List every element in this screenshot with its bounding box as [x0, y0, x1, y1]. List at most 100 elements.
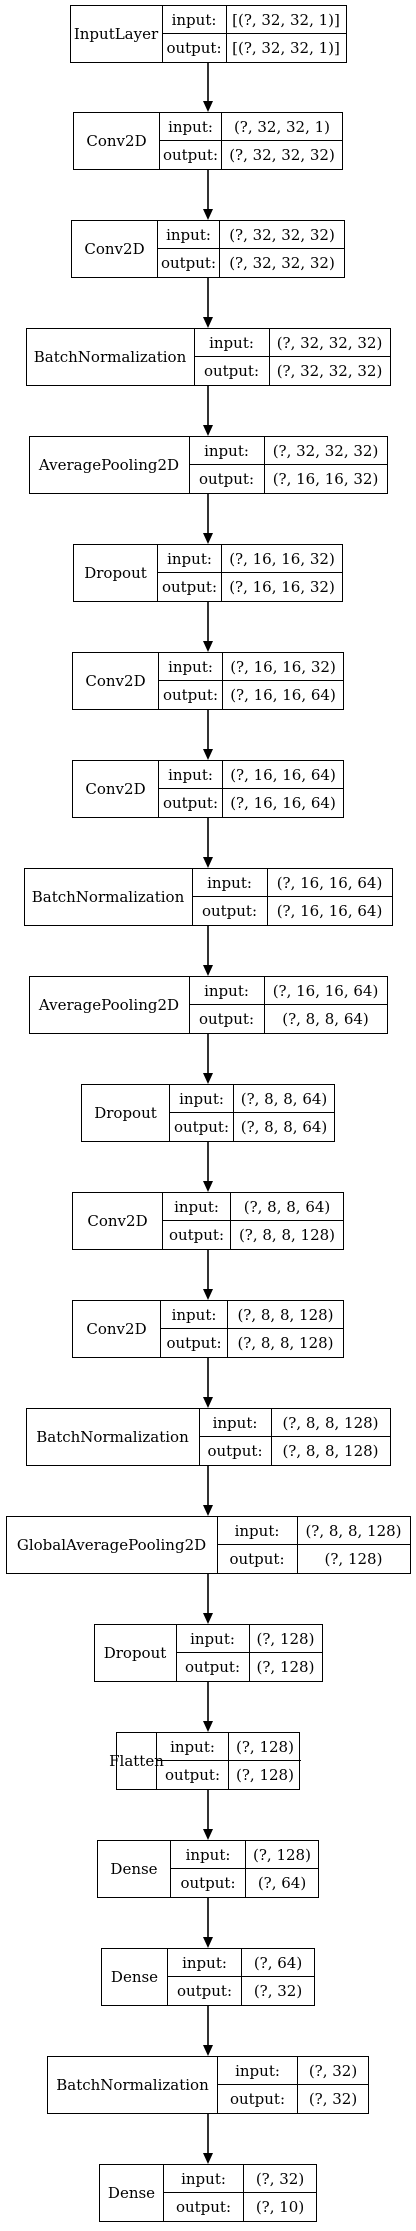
- input-label: input:: [218, 2057, 298, 2085]
- layer-name: Dense: [102, 1949, 168, 2005]
- shape-table: input:(?, 128)output:(?, 128): [176, 1625, 322, 1681]
- input-shape: (?, 32, 32, 32): [264, 437, 387, 465]
- input-shape: (?, 8, 8, 64): [234, 1085, 334, 1113]
- input-label: input:: [168, 1949, 242, 1977]
- input-label: input:: [163, 1193, 231, 1221]
- output-label: output:: [157, 1761, 229, 1789]
- arrow-head: [203, 749, 213, 760]
- shape-table: input:(?, 8, 8, 128)output:(?, 8, 8, 128…: [199, 1409, 390, 1465]
- output-shape: (?, 8, 8, 128): [282, 1442, 379, 1460]
- shape-table: input:(?, 16, 16, 64)output:(?, 8, 8, 64…: [189, 977, 387, 1033]
- output-label: output:: [190, 1005, 265, 1033]
- arrow-head: [203, 1829, 213, 1840]
- arrow-head: [203, 1613, 213, 1624]
- shape-table: input:(?, 128)output:(?, 64): [171, 1841, 318, 1897]
- output-shape: (?, 32): [308, 2090, 358, 2108]
- input-shape: (?, 32, 32, 32): [269, 329, 390, 357]
- output-label: output:: [177, 1653, 250, 1681]
- arrow-head: [203, 1397, 213, 1408]
- layer-name: BatchNormalization: [27, 1409, 200, 1465]
- output-shape: (?, 32, 32, 32): [276, 362, 383, 380]
- input-shape: (?, 128): [229, 1733, 301, 1761]
- output-shape: (?, 8, 8, 64): [240, 1118, 328, 1136]
- input-shape: (?, 32): [298, 2057, 368, 2085]
- input-label: input:: [199, 1409, 272, 1437]
- output-shape: (?, 128): [256, 1658, 315, 1676]
- arrow-head: [203, 533, 213, 544]
- input-label: input:: [192, 869, 268, 897]
- output-label: output:: [159, 681, 223, 709]
- arrow-head: [203, 425, 213, 436]
- shape-table: input:(?, 128)output:(?, 128): [157, 1733, 301, 1789]
- input-label: input:: [161, 1301, 228, 1329]
- shape-table: input:(?, 32, 32, 32)output:(?, 16, 16, …: [189, 437, 387, 493]
- output-label: output:: [163, 1221, 231, 1249]
- arrow-head: [203, 965, 213, 976]
- output-label: output:: [161, 1329, 228, 1357]
- output-shape: (?, 128): [236, 1766, 294, 1784]
- layer-name: Dropout: [74, 545, 158, 601]
- input-label: input:: [171, 1841, 246, 1869]
- input-shape: (?, 16, 16, 32): [222, 545, 342, 573]
- input-shape: (?, 64): [242, 1949, 314, 1977]
- arrow-head: [203, 857, 213, 868]
- output-label: output:: [158, 573, 222, 601]
- shape-table: input:(?, 32, 32, 1)output:(?, 32, 32, 3…: [160, 113, 342, 169]
- output-shape: (?, 128): [324, 1550, 383, 1568]
- input-label: input:: [160, 113, 222, 141]
- output-shape: (?, 64): [257, 1874, 307, 1892]
- arrow-head: [203, 641, 213, 652]
- shape-table: input:[(?, 32, 32, 1)]output:[(?, 32, 32…: [162, 6, 346, 62]
- layer-name: Conv2D: [73, 761, 159, 817]
- arrow-head: [203, 1937, 213, 1948]
- output-shape: (?, 10): [255, 2198, 305, 2216]
- input-shape: (?, 8, 8, 128): [297, 1517, 410, 1545]
- arrow-head: [203, 1505, 213, 1516]
- input-label: input:: [162, 6, 227, 34]
- layer-name: Conv2D: [73, 1193, 163, 1249]
- input-label: input:: [170, 1085, 234, 1113]
- input-shape: [(?, 32, 32, 1)]: [226, 6, 346, 34]
- output-shape: (?, 16, 16, 64): [230, 794, 336, 812]
- input-label: input:: [189, 437, 265, 465]
- input-label: input:: [157, 1733, 229, 1761]
- output-shape: (?, 32): [253, 1982, 303, 2000]
- layer-name: Conv2D: [72, 221, 158, 277]
- shape-table: input:(?, 16, 16, 64)output:(?, 16, 16, …: [192, 869, 392, 925]
- output-shape: [(?, 32, 32, 1)]: [232, 39, 340, 57]
- output-label: output:: [171, 1869, 246, 1897]
- arrow-head: [203, 1181, 213, 1192]
- input-shape: (?, 32, 32, 1): [222, 113, 342, 141]
- output-label: output:: [193, 897, 268, 925]
- output-shape: (?, 16, 16, 64): [230, 686, 336, 704]
- shape-table: input:(?, 32)output:(?, 32): [218, 2057, 368, 2113]
- arrow-head: [203, 1289, 213, 1300]
- output-label: output:: [159, 789, 223, 817]
- input-label: input:: [158, 221, 220, 249]
- input-label: input:: [217, 1517, 298, 1545]
- input-shape: (?, 8, 8, 64): [231, 1193, 343, 1221]
- output-label: output:: [200, 1437, 272, 1465]
- output-label: output:: [168, 1977, 242, 2005]
- input-shape: (?, 16, 16, 32): [223, 653, 343, 681]
- arrow-head: [203, 317, 213, 328]
- shape-table: input:(?, 64)output: (?, 32): [168, 1949, 314, 2005]
- input-shape: (?, 32): [244, 2165, 316, 2193]
- input-shape: (?, 32, 32, 32): [220, 221, 344, 249]
- layer-name: Dropout: [82, 1085, 170, 1141]
- layer-name: Dense: [100, 2165, 164, 2221]
